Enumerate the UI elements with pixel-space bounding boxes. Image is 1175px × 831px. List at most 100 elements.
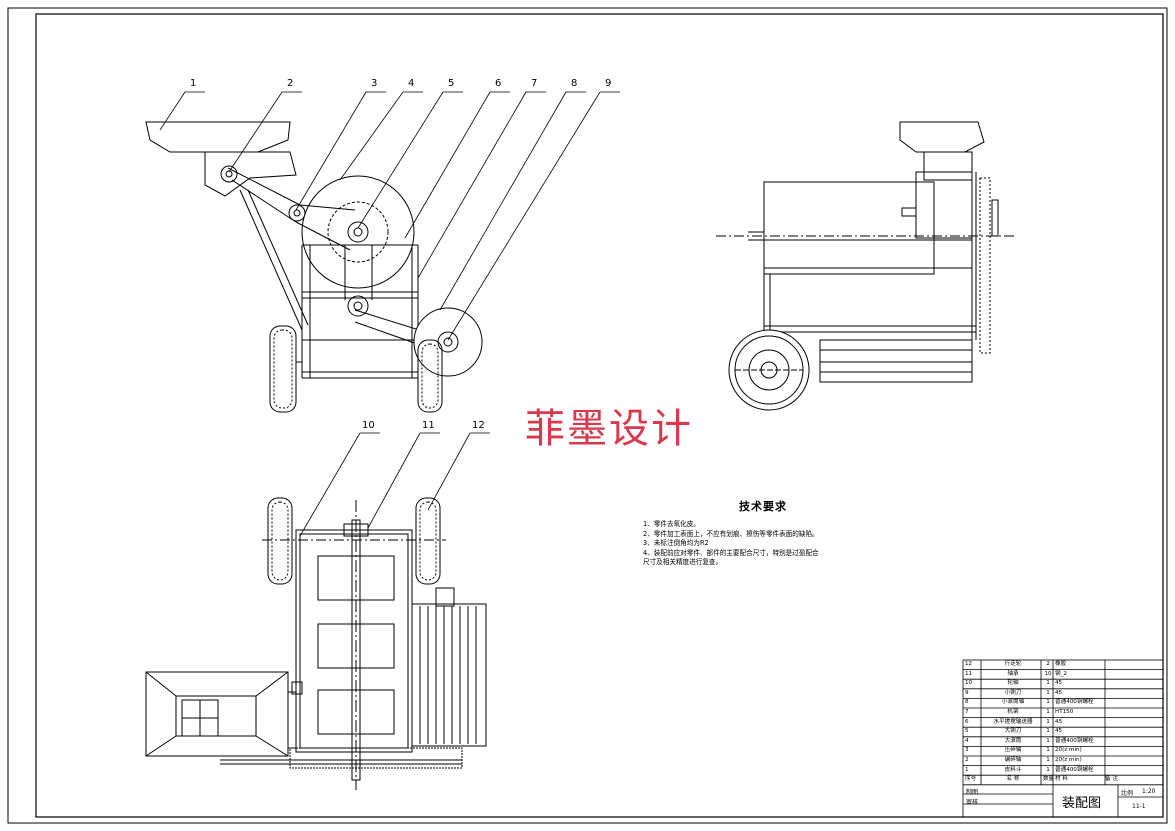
bom-row: 12 行走轮 2 橡胶 [963, 660, 1163, 670]
bom-name: 压碎轴 [1004, 747, 1022, 754]
bom-row: 1 皮料斗 1 普通400铜螺栓 [963, 766, 1163, 776]
bom-qty: 1 [1046, 709, 1050, 715]
bom-header-no: 序号 [965, 776, 977, 783]
tech-requirement-item: 3、未标注倒角均为R2 [643, 539, 709, 548]
bom-row: 2 碾碎轴 1 20(z min) [963, 756, 1163, 766]
callout-7: 7 [531, 78, 538, 89]
tech-requirement-item: 4、装配前应对零件、部件的主要配合尺寸，特别是过盈配合 [643, 548, 819, 557]
scale-value: 1:20 [1142, 788, 1156, 795]
bom-qty: 1 [1046, 747, 1050, 754]
callout-4: 4 [408, 78, 415, 89]
bom-row: 11 轴承 10 钢_2 [963, 670, 1163, 680]
bom-no: 7 [965, 709, 969, 715]
bom-header-material: 材 料 [1055, 776, 1068, 783]
bom-header-note: 备 注 [1105, 776, 1118, 783]
bom-qty: 1 [1046, 689, 1050, 696]
tech-requirements-title: 技术要求 [739, 500, 787, 513]
bom-material: 20(z min) [1055, 747, 1082, 754]
bom-material: HT150 [1055, 709, 1074, 715]
bom-material: 钢_2 [1055, 670, 1067, 677]
bom-name: 大滚筒 [1004, 737, 1022, 744]
bom-material: 45 [1055, 718, 1063, 725]
bom-no: 2 [965, 757, 969, 763]
bom-header-qty: 数量 [1043, 776, 1053, 783]
callout-5: 5 [448, 78, 455, 89]
tech-requirement-item: 2、零件加工表面上，不应有划痕、擦伤等零件表面的缺陷。 [643, 529, 819, 538]
tech-requirement-item: 1、零件去氧化皮。 [643, 520, 700, 528]
bom-qty: 1 [1046, 728, 1050, 735]
bom-row: 5 大铡刀 1 45 [963, 727, 1163, 737]
bom-name: 机架 [1007, 709, 1019, 715]
callout-8: 8 [571, 78, 578, 89]
bom-no: 9 [965, 689, 969, 696]
bom-no: 8 [965, 699, 969, 706]
bom-qty: 2 [1046, 661, 1050, 667]
callout-11: 11 [422, 420, 435, 431]
bom-row: 9 小铡刀 1 45 [963, 689, 1163, 699]
bom-material: 普通400铜螺栓 [1055, 766, 1094, 773]
bom-no: 10 [965, 680, 973, 687]
bom-row: 7 机架 1 HT150 [963, 708, 1163, 718]
bom-qty: 1 [1046, 766, 1050, 773]
bom-qty: 1 [1046, 699, 1050, 706]
bom-material: 橡胶 [1055, 661, 1067, 667]
watermark-text: 菲墨设计 [525, 406, 693, 452]
side-view [145, 121, 483, 413]
sheet-number: 11-1 [1132, 803, 1146, 810]
scale-label: 比例 [1121, 790, 1134, 797]
bom-name: 小铡刀 [1004, 689, 1022, 696]
bom-row: 8 小滚筒轴 1 普通400铜螺栓 [963, 698, 1163, 708]
end-view [716, 121, 1016, 411]
bom-qty: 10 [1044, 670, 1052, 677]
bom-qty: 1 [1046, 757, 1050, 763]
bom-no: 6 [965, 718, 969, 725]
bom-name: 水平搓搅输送器 [993, 718, 1033, 725]
bom-name: 小滚筒轴 [1001, 699, 1025, 706]
callout-9: 9 [605, 78, 612, 89]
bom-header-name: 名 称 [1006, 776, 1020, 783]
bom-material: 45 [1055, 680, 1063, 687]
bom-material: 45 [1055, 728, 1063, 735]
bom-grid [962, 659, 1164, 818]
plan-view [145, 497, 487, 790]
bom-table: 12 行走轮 2 橡胶 11 轴承 10 钢_2 10 轮轴 1 45 9 小铡… [963, 660, 1163, 817]
drawing-title: 装配图 [1062, 796, 1102, 811]
bom-no: 11 [965, 670, 973, 677]
bom-material: 普通400铜螺栓 [1055, 737, 1094, 744]
bom-row: 10 轮轴 1 45 [963, 679, 1163, 689]
bom-material: 20(z min) [1055, 757, 1082, 763]
drawn-by-label: 制图 [966, 789, 979, 796]
callout-2: 2 [287, 78, 294, 89]
bom-row: 4 大滚筒 1 普通400铜螺栓 [963, 737, 1163, 747]
bom-qty: 1 [1046, 718, 1050, 725]
bom-name: 轴承 [1007, 670, 1019, 677]
bom-name: 大铡刀 [1004, 728, 1022, 735]
callout-6: 6 [495, 78, 502, 89]
callout-3: 3 [371, 78, 378, 89]
bom-no: 4 [965, 737, 969, 744]
bom-name: 行走轮 [1004, 661, 1022, 667]
bom-name: 碾碎轴 [1004, 757, 1022, 763]
callout-12: 12 [472, 420, 485, 431]
bom-name: 轮轴 [1007, 680, 1019, 687]
bom-material: 45 [1055, 689, 1063, 696]
bom-qty: 1 [1046, 737, 1050, 744]
leader-lines [159, 91, 620, 537]
bom-name: 皮料斗 [1004, 766, 1022, 773]
bom-header-row: 序号 名 称 数量 材 料 备 注 [963, 775, 1163, 785]
outer-border [7, 7, 1168, 824]
bom-row: 3 压碎轴 1 20(z min) [963, 746, 1163, 756]
bom-qty: 1 [1046, 680, 1050, 687]
tech-requirements: 技术要求 1、零件去氧化皮。 2、零件加工表面上，不应有划痕、擦伤等零件表面的缺… [643, 498, 883, 568]
callout-10: 10 [362, 420, 375, 431]
bom-material: 普通400铜螺栓 [1055, 699, 1094, 706]
inner-border [35, 13, 1164, 818]
bom-no: 12 [965, 661, 973, 667]
bom-row: 6 水平搓搅输送器 1 45 [963, 718, 1163, 728]
callout-1: 1 [190, 78, 197, 89]
checked-by-label: 审核 [966, 799, 979, 806]
bom-no: 1 [965, 766, 969, 773]
bom-no: 3 [965, 747, 969, 754]
tech-requirement-item: 尺寸及相关精度进行复查。 [643, 558, 723, 567]
